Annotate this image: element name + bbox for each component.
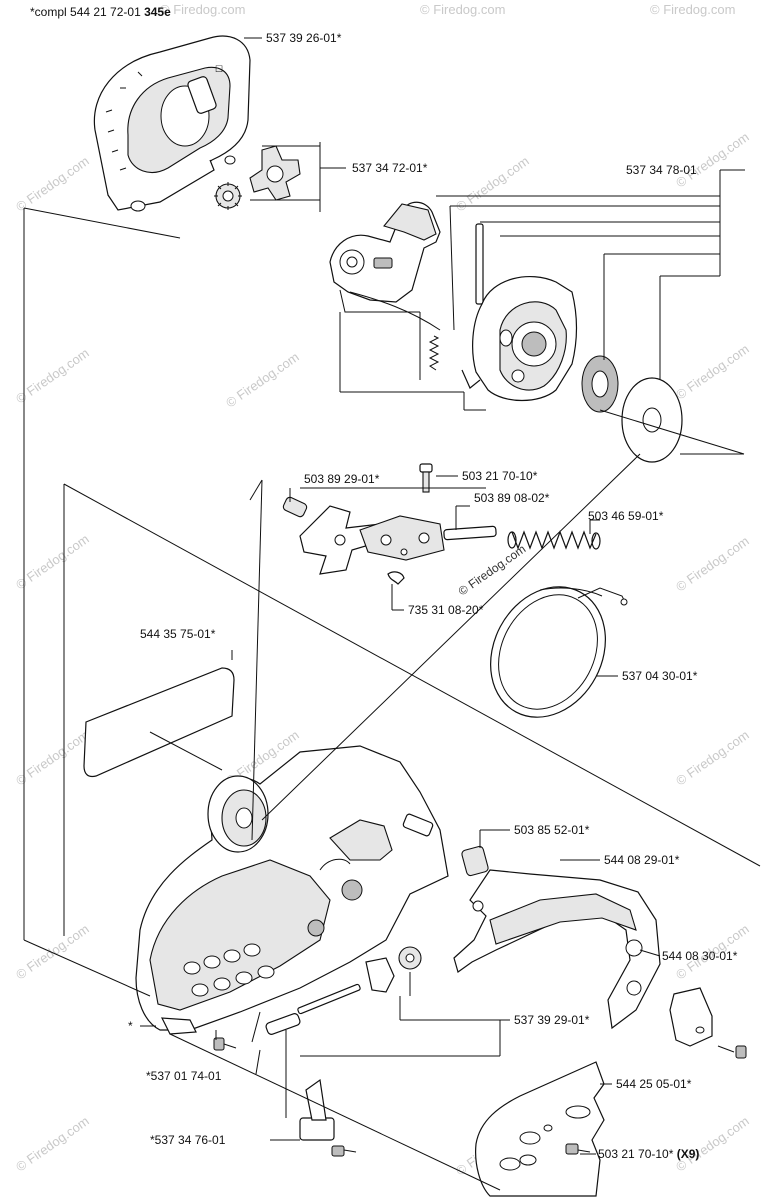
watermark: © Firedog.com — [223, 349, 302, 410]
label-503-89-08-02: 503 89 08-02* — [474, 491, 550, 505]
part-labels: 537 39 26-01* 537 34 72-01* 537 34 78-01… — [128, 31, 738, 1161]
brake-linkage-parts — [282, 463, 628, 718]
watermark: © Firedog.com — [673, 533, 752, 594]
sprocket-assembly — [214, 142, 321, 212]
label-537-04-30-01: 537 04 30-01* — [622, 669, 698, 683]
watermark-center: © Firedog.com — [456, 542, 529, 599]
guide-bar-plate — [475, 1061, 605, 1197]
watermark: © Firedog.com — [673, 1113, 752, 1174]
watermark: © Firedog.com — [673, 727, 752, 788]
label-544-08-29-01: 544 08 29-01* — [604, 853, 680, 867]
watermark: © Firedog.com — [420, 2, 505, 17]
label-544-08-30-01: 544 08 30-01* — [662, 949, 738, 963]
brake-lever-plate — [453, 869, 747, 1059]
clutch-cover-main — [135, 745, 449, 1035]
label-735-31-08-20: 735 31 08-20* — [408, 603, 484, 617]
label-537-01-74-01: *537 01 74-01 — [146, 1069, 222, 1083]
watermark: © Firedog.com — [13, 531, 92, 592]
label-503-21-70-10-x9: 503 21 70-10* (X9) — [598, 1147, 699, 1161]
label-537-34-78-01: 537 34 78-01 — [626, 163, 697, 177]
watermark: © Firedog.com — [673, 129, 752, 190]
label-503-46-59-01: 503 46 59-01* — [588, 509, 664, 523]
label-503-89-29-01: 503 89 29-01* — [304, 472, 380, 486]
leader-lines — [23, 37, 761, 1191]
svg-text:☐: ☐ — [215, 64, 223, 74]
watermark: © Firedog.com — [13, 345, 92, 406]
label-503-21-70-10-number: 503 21 70-10* — [598, 1147, 677, 1161]
model-name: 345e — [144, 5, 171, 19]
watermark: © Firedog.com — [13, 727, 92, 788]
watermark: © Firedog.com — [13, 153, 92, 214]
label-537-39-26-01: 537 39 26-01* — [266, 31, 342, 45]
watermark: © Firedog.com — [160, 2, 245, 17]
clutch-cover-housing: ☐ — [93, 35, 251, 212]
label-537-34-72-01: 537 34 72-01* — [352, 161, 428, 175]
label-537-39-29-01: 537 39 29-01* — [514, 1013, 590, 1027]
watermark: © Firedog.com — [13, 1113, 92, 1174]
assembly-title: *compl 544 21 72-01 345e — [30, 5, 171, 19]
label-544-25-05-01: 544 25 05-01* — [616, 1077, 692, 1091]
assembly-number: *compl 544 21 72-01 — [30, 5, 144, 19]
warning-sticker — [83, 667, 235, 778]
label-quantity: (X9) — [677, 1147, 700, 1161]
watermark: © Firedog.com — [650, 2, 735, 17]
watermark: © Firedog.com — [13, 921, 92, 982]
label-537-34-76-01: *537 34 76-01 — [150, 1133, 226, 1147]
watermark: © Firedog.com — [673, 341, 752, 402]
label-asterisk: * — [128, 1019, 133, 1033]
label-544-35-75-01: 544 35 75-01* — [140, 627, 216, 641]
watermark: © Firedog.com — [453, 153, 532, 214]
bolt-and-guide-parts — [213, 845, 489, 1157]
label-503-85-52-01: 503 85 52-01* — [514, 823, 590, 837]
label-503-21-70-10: 503 21 70-10* — [462, 469, 538, 483]
chain-brake-assembly — [329, 201, 683, 463]
